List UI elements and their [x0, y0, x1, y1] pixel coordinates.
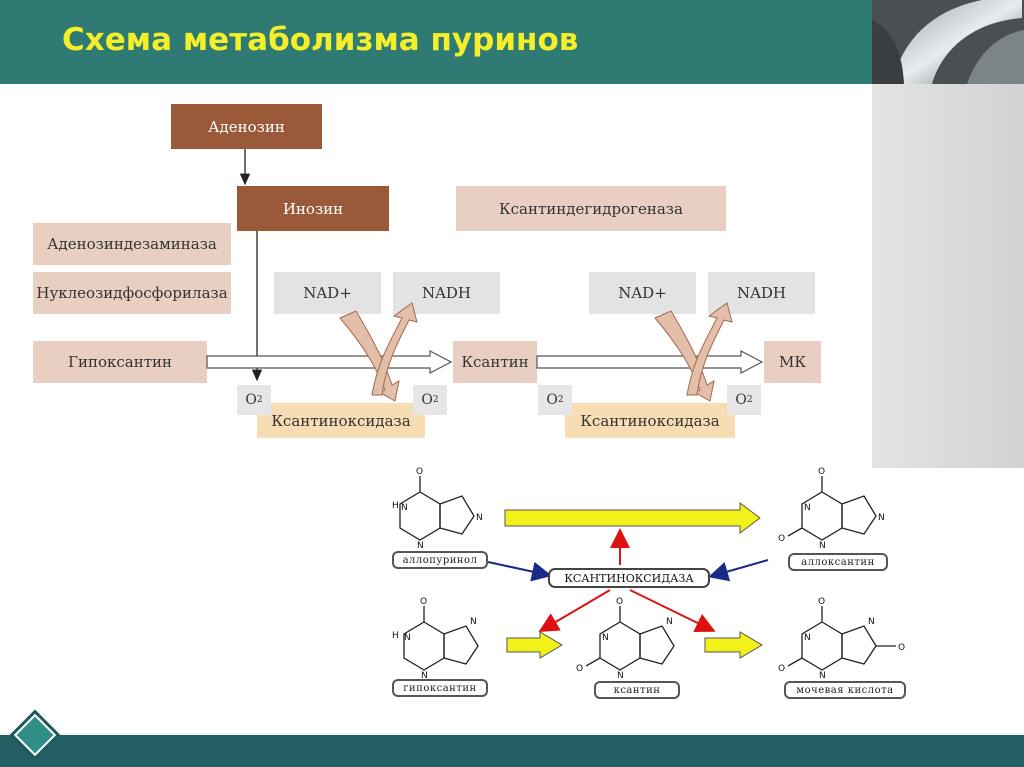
xanthine-atom-n3: N: [666, 617, 673, 627]
nad-curved-arrows-1: [339, 302, 418, 402]
uric-acid-atom-o3: O: [898, 643, 905, 653]
alloxanthine-structure: [787, 476, 877, 541]
adenosine-box: Аденозин: [171, 104, 322, 149]
nad-plus-box-2: NAD+: [589, 272, 696, 314]
uric-acid-box: МК: [764, 341, 821, 383]
hypoxanthine-atom-n3: N: [470, 617, 477, 627]
uric-acid-atom-n2: N: [819, 671, 826, 681]
uric-acid-atom-o: O: [818, 597, 825, 607]
nad-plus-box-1: NAD+: [274, 272, 381, 314]
blue-arrow-allopurinol-to-enzyme: [487, 561, 552, 582]
uric-acid-atom-o2: O: [778, 664, 785, 674]
uric-acid-atom-n3: N: [868, 617, 875, 627]
red-arrow-enzyme-left: [538, 589, 611, 633]
allopurinol-structure: [399, 476, 475, 541]
alloxanthine-atom-o2: O: [778, 534, 785, 544]
right-side-panel: [872, 84, 1024, 468]
xanthine-dehydrogenase-box: Ксантиндегидрогеназа: [456, 186, 726, 231]
allopurinol-atom-n3: N: [476, 513, 483, 523]
alloxanthine-atom-n2: N: [819, 541, 826, 551]
allopurinol-atom-h: H: [392, 501, 399, 511]
red-arrow-enzyme-right: [629, 589, 716, 632]
alloxanthine-atom-n3: N: [878, 513, 885, 523]
alloxanthine-atom-o: O: [818, 467, 825, 477]
nucleoside-phosphorylase-box: Нуклеозидфосфорилаза: [33, 272, 231, 314]
uric-acid-atom-n: N: [804, 633, 811, 643]
xanthine-atom-n: N: [602, 633, 609, 643]
hypoxanthine-atom-h: H: [392, 631, 399, 641]
xanthine-label: ксантин: [594, 681, 680, 699]
inosine-box: Инозин: [237, 186, 389, 231]
adenosine-deaminase-box: Аденозиндезаминаза: [33, 223, 231, 265]
uric-acid-structure: [787, 606, 896, 671]
xanthine-atom-n2: N: [617, 671, 624, 681]
hypoxanthine-box: Гипоксантин: [33, 341, 207, 383]
corner-metal-graphic: [872, 0, 1024, 84]
alloxanthine-label: аллоксантин: [788, 553, 888, 571]
uric-acid-label: мочевая кислота: [784, 681, 906, 699]
slide-header: [0, 0, 872, 84]
hypoxanthine-structure: [403, 606, 479, 671]
allopurinol-atom-n2: N: [417, 541, 424, 551]
xanthine-atom-o: O: [616, 597, 623, 607]
yellow-arrow-xanthine-to-uric-acid: [704, 631, 763, 659]
xanthine-oxidase-box-1: Ксантиноксидаза: [257, 403, 425, 438]
alloxanthine-atom-n: N: [804, 503, 811, 513]
xanthine-oxidase-enzyme-label: КСАНТИНОКСИДАЗА: [548, 568, 710, 588]
xanthine-box: Ксантин: [453, 341, 537, 383]
hypoxanthine-atom-n2: N: [421, 671, 428, 681]
allopurinol-atom-o: O: [416, 467, 423, 477]
xanthine-oxidase-box-2: Ксантиноксидаза: [565, 403, 735, 438]
yellow-arrow-allopurinol-to-alloxanthine: [504, 502, 761, 534]
allopurinol-label: аллопуринол: [392, 551, 488, 569]
xanthine-atom-o2: O: [576, 664, 583, 674]
hypoxanthine-atom-n: N: [404, 633, 411, 643]
hypoxanthine-atom-o: O: [420, 597, 427, 607]
blue-arrow-alloxanthine-to-enzyme: [708, 559, 769, 582]
allopurinol-atom-n: N: [401, 503, 408, 513]
slide-title: Схема метаболизма пуринов: [62, 22, 579, 58]
yellow-arrow-hypoxanthine-to-xanthine: [506, 631, 563, 659]
xanthine-structure: [585, 606, 675, 671]
hypoxanthine-label: гипоксантин: [392, 679, 488, 697]
slide-footer: [0, 735, 1024, 767]
corner-decoration: [872, 0, 1024, 84]
nad-curved-arrows-2: [654, 302, 733, 402]
